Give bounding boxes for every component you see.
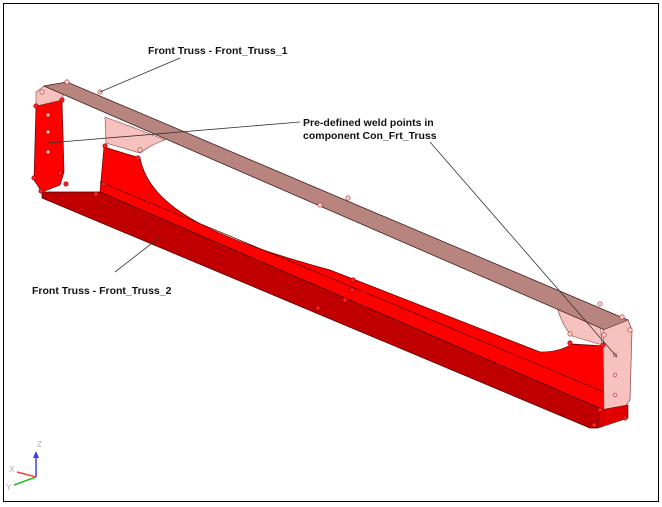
right-end-plate: [602, 319, 633, 413]
truss2-crease: [99, 181, 605, 393]
label-front-truss-2: Front Truss - Front_Truss_2: [32, 285, 172, 297]
truss2-bottom-face: [41, 191, 611, 429]
truss2-crease2: [99, 191, 605, 411]
leader-lines: [47, 57, 618, 358]
axis-x-label: X: [9, 465, 15, 474]
weld-points: [39, 79, 633, 398]
axis-y-label: Y: [6, 483, 12, 492]
right-end-bottom: [597, 404, 629, 429]
label-weld-points-line1: Pre-defined weld points in: [303, 117, 434, 129]
axis-triad: [13, 451, 39, 486]
axis-z-label: Z: [37, 440, 42, 449]
weld-points-red: [31, 97, 628, 428]
left-gusset: [104, 116, 166, 154]
label-weld-points-line2: component Con_Frt_Truss: [303, 130, 437, 142]
label-front-truss-1: Front Truss - Front_Truss_1: [148, 45, 288, 57]
viewport-frame: [3, 3, 659, 502]
